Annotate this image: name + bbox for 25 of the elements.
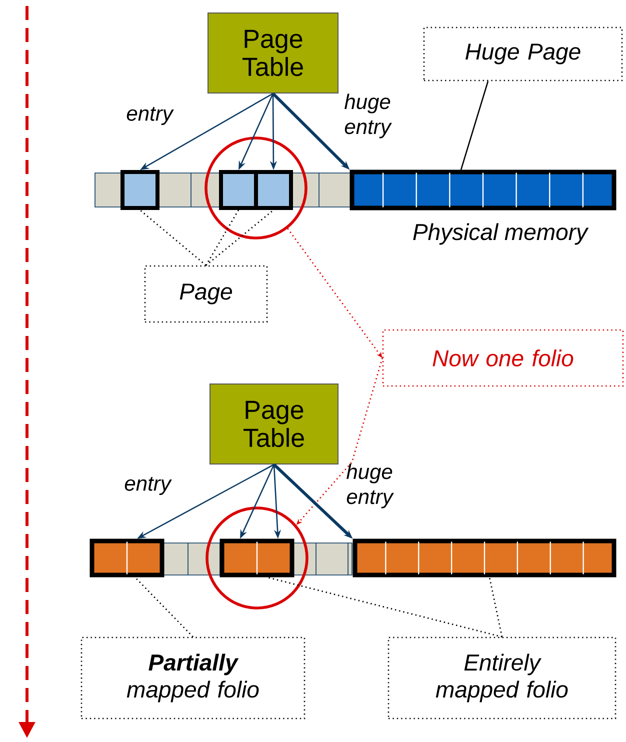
highlight-circle: [204, 136, 308, 240]
callout-box: Now one folio: [382, 329, 624, 387]
leader-line: [266, 576, 502, 638]
edge-label: entry: [124, 477, 172, 495]
folio-block: [220, 538, 294, 578]
page-table-box: Page Table: [210, 384, 338, 464]
highlight-circle: [206, 506, 308, 610]
callout-box: Page: [144, 265, 268, 323]
leader-line: [134, 576, 194, 638]
caption-label: Physical memory: [413, 223, 589, 245]
callout-box: Partially mapped folio: [80, 636, 306, 720]
edge-label: entry: [126, 107, 174, 125]
page-table-box: Page Table: [208, 12, 338, 94]
callout-box: Huge Page: [423, 26, 623, 82]
callout-box: Entirely mapped folio: [388, 636, 616, 720]
folio-block: [90, 538, 164, 578]
leader-line: [488, 577, 503, 637]
leader-line: [206, 209, 274, 266]
folio-block: [352, 538, 616, 578]
leader-line: [140, 209, 206, 266]
leader-line: [460, 80, 489, 170]
page-cell: [120, 170, 160, 210]
edge-label: huge entry: [344, 94, 392, 138]
huge-page-bar: [350, 170, 616, 210]
edge-label: huge entry: [346, 464, 394, 508]
